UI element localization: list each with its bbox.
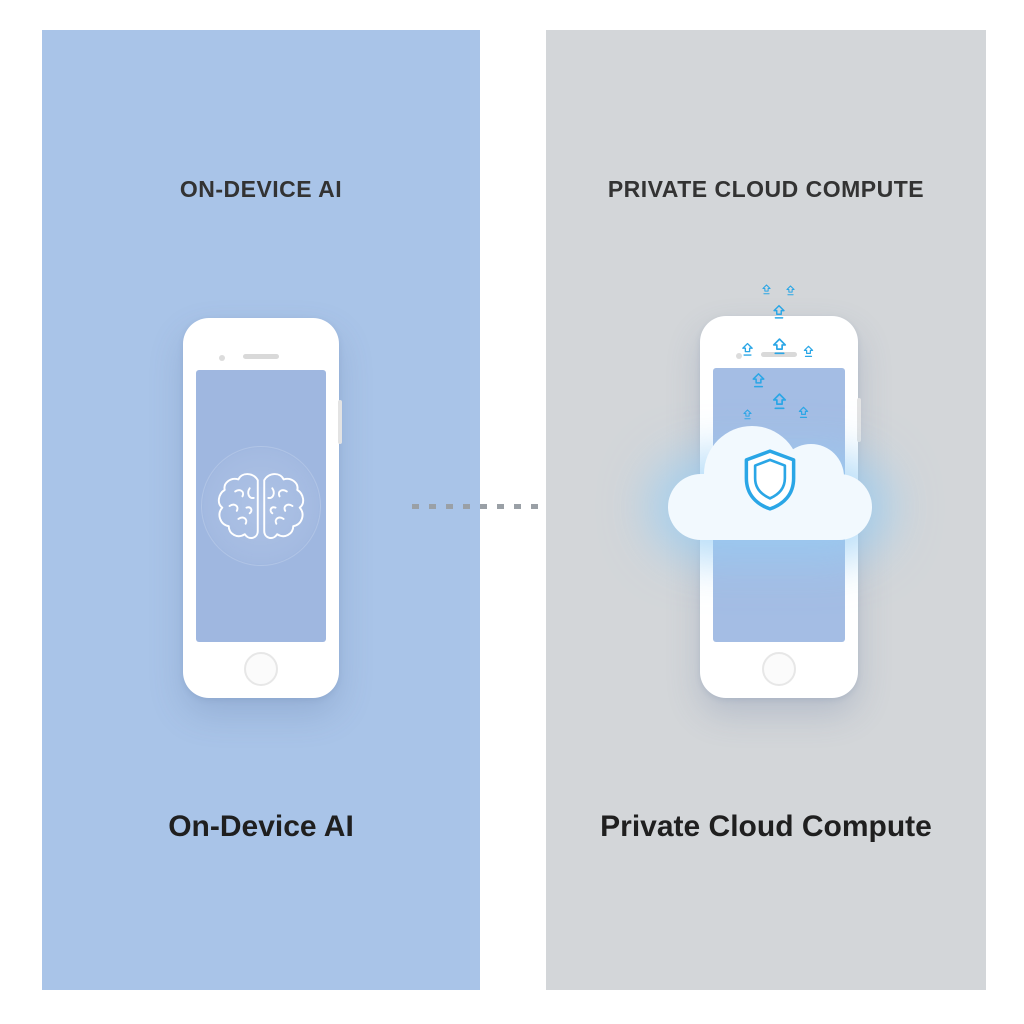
brain-icon	[211, 465, 311, 547]
upload-arrow-icon	[741, 408, 754, 421]
upload-arrow-icon	[749, 371, 768, 390]
upload-arrow-icon	[770, 303, 788, 321]
dotted-connector-line	[412, 504, 584, 509]
upload-arrow-icon	[769, 391, 790, 412]
speaker-slit	[761, 352, 797, 357]
on-device-title: ON-DEVICE AI	[179, 176, 343, 202]
home-button	[762, 652, 796, 686]
upload-arrow-icon	[769, 336, 790, 357]
camera-icon	[736, 353, 742, 359]
on-device-phone-screen	[196, 370, 326, 642]
upload-arrow-icon	[784, 284, 797, 297]
upload-arrow-icon	[801, 344, 816, 359]
upload-arrow-icon	[760, 283, 773, 296]
upload-arrow-icon	[739, 341, 756, 358]
side-button	[857, 398, 861, 442]
on-device-phone	[183, 318, 342, 698]
cloud-icon	[668, 426, 872, 540]
speaker-slit	[243, 354, 279, 359]
side-button	[338, 400, 342, 444]
cloud-compute-caption: Private Cloud Compute	[600, 810, 932, 843]
camera-icon	[219, 355, 225, 361]
home-button	[244, 652, 278, 686]
cloud-compute-title: PRIVATE CLOUD COMPUTE	[607, 176, 925, 202]
shield-icon	[742, 448, 798, 512]
upload-arrow-icon	[796, 405, 811, 420]
on-device-caption: On-Device AI	[168, 810, 354, 843]
